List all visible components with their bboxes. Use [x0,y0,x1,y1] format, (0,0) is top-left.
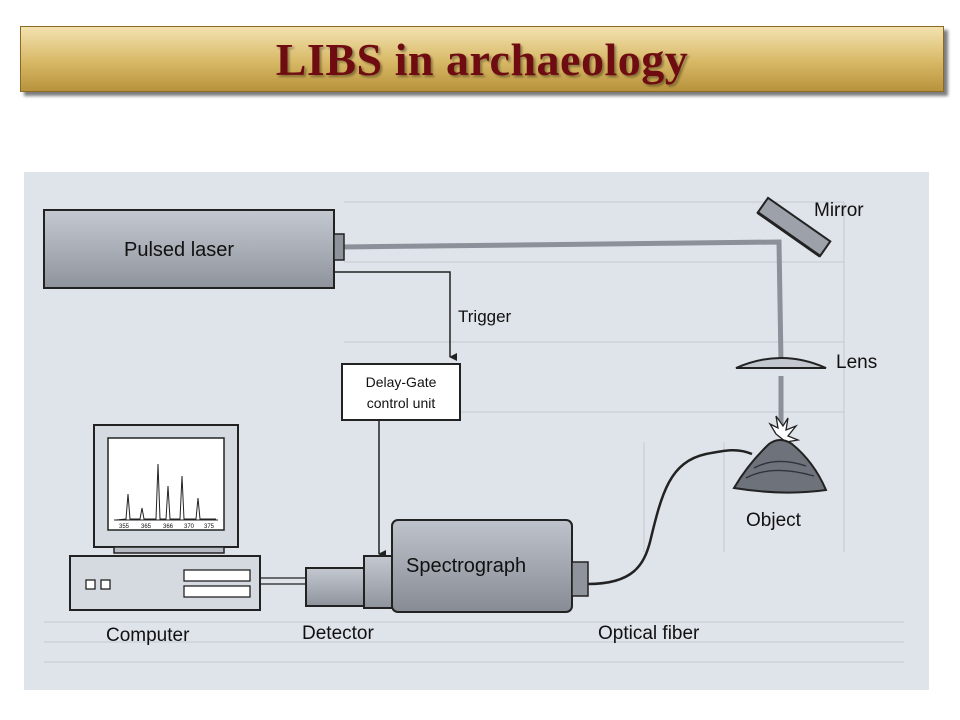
lens-label: Lens [836,352,877,373]
detector: Detector [302,555,393,644]
screen-tick-2: 365 [141,524,152,530]
optical-fiber-label: Optical fiber [598,623,700,644]
lens: Lens [735,352,877,373]
trigger-label: Trigger [458,307,512,326]
object-label: Object [746,510,802,531]
computer-base-unit [69,555,261,611]
title-banner: LIBS in archaeology [20,26,944,92]
computer-cable [260,577,306,585]
pulsed-laser: Pulsed laser [43,209,345,289]
screen-spectrum [114,463,218,521]
laser-beam [341,239,784,428]
screen-tick-5: 375 [204,524,215,530]
page-title: LIBS in archaeology [275,33,689,85]
screen-tick-1: 355 [119,524,130,530]
optical-fiber [587,449,753,586]
spectrograph-label: Spectrograph [406,555,526,577]
computer: 355 365 366 370 375 Computer [69,424,261,646]
delay-gate-label-line2: control unit [367,395,436,411]
detector-label: Detector [302,623,374,644]
delay-gate-label-line1: Delay-Gate [366,374,437,390]
plasma-spark [768,415,801,443]
mirror: Mirror [756,196,864,258]
trigger-line [334,271,457,361]
disk-drive-2 [183,585,251,598]
mirror-label: Mirror [814,200,864,221]
libs-setup-diagram: Pulsed laser Mirror Trigger Delay-Gate c… [24,172,929,690]
screen-tick-4: 370 [184,524,195,530]
delay-gate-control-unit: Delay-Gate control unit [341,363,461,421]
spectrograph: Spectrograph [391,519,589,613]
diagram-canvas: Pulsed laser Mirror Trigger Delay-Gate c… [43,196,904,663]
screen-tick-3: 366 [163,524,174,530]
object: Object [732,415,828,531]
disk-drive-1 [183,569,251,582]
computer-label: Computer [106,625,190,646]
pulsed-laser-label: Pulsed laser [124,239,234,261]
